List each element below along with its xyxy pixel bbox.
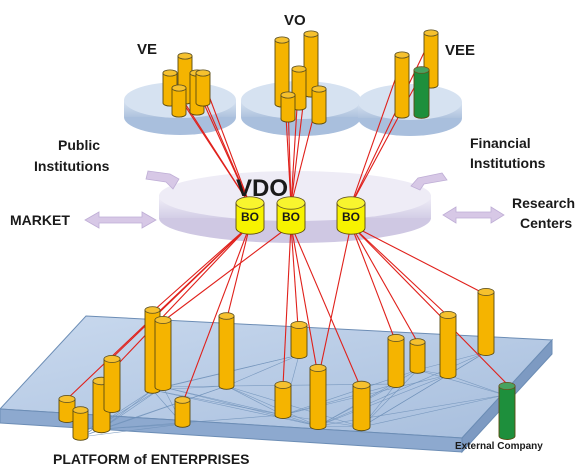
mesh-link <box>361 369 418 428</box>
platform-enterprise-cylinder <box>103 355 121 413</box>
platform-label: PLATFORM of ENTERPRISES <box>53 451 250 467</box>
bo-link <box>350 224 486 295</box>
financial-institutions-label-line2: Institutions <box>470 155 546 171</box>
mesh-link <box>162 386 284 416</box>
platform-enterprise-cylinder <box>387 334 405 388</box>
mesh-link <box>152 389 319 427</box>
research-centers-arrow <box>442 206 505 224</box>
bo-cylinder: BO <box>336 196 366 235</box>
market-arrow <box>84 211 157 229</box>
bo-link <box>350 224 396 341</box>
mesh-link <box>162 386 319 427</box>
ve-label: VE <box>137 41 157 58</box>
bo-group: BO BO BO <box>235 196 366 235</box>
platform-enterprise-cylinder <box>352 380 371 432</box>
platform-enterprise-cylinder <box>274 381 292 419</box>
bo-link <box>350 224 509 386</box>
platform-enterprise-cylinder <box>309 364 327 430</box>
platform-enterprise-cylinder <box>290 321 308 359</box>
enterprise-cylinder <box>195 69 211 107</box>
bo-cylinder: BO <box>235 196 265 235</box>
bo-link <box>226 224 251 319</box>
platform-enterprise-cylinder <box>218 312 235 390</box>
bo-link <box>202 79 251 206</box>
mesh-link <box>226 385 284 416</box>
mesh-link <box>80 389 153 438</box>
mesh-link <box>361 394 506 428</box>
mesh-link <box>226 385 319 427</box>
mesh-link <box>417 369 506 396</box>
bo-cylinder: BO <box>276 196 306 235</box>
mesh-link <box>447 374 506 396</box>
connection-arrows <box>84 170 505 229</box>
platform-enterprise-cylinder <box>72 406 89 441</box>
bo-link <box>350 224 419 344</box>
mesh-link <box>101 414 284 430</box>
vee-external-cylinder <box>413 66 430 119</box>
bo-link <box>151 224 251 313</box>
public-institutions-label-line1: Public <box>58 137 100 153</box>
market-label: MARKET <box>10 212 70 228</box>
bo-link <box>319 224 352 371</box>
mesh-link <box>282 383 397 416</box>
enterprise-cylinder <box>394 51 410 119</box>
bo-link <box>282 224 292 387</box>
mesh-link <box>80 423 183 438</box>
bo-link <box>350 224 449 317</box>
mesh-link <box>162 385 227 388</box>
bo-link <box>99 224 251 384</box>
bo-link <box>109 224 251 361</box>
platform-enterprise-cylinder <box>409 338 426 374</box>
public-institutions-arrow <box>145 170 180 190</box>
vee-label: VEE <box>445 42 475 59</box>
platform-enterprise-cylinder <box>58 395 76 423</box>
enterprise-cylinders <box>58 29 516 441</box>
enterprise-cylinder <box>291 65 307 111</box>
vee-disc <box>358 84 462 136</box>
bo-label: BO <box>241 210 259 224</box>
mesh-link <box>152 389 284 416</box>
financial-institutions-label-line1: Financial <box>470 135 531 151</box>
platform-enterprise-cylinder <box>439 311 457 379</box>
bo-link <box>290 224 318 371</box>
financial-institutions-arrow <box>410 172 448 191</box>
enterprise-cylinder <box>311 85 327 125</box>
mesh-link <box>317 394 506 427</box>
external-company-label: External Company <box>455 441 543 452</box>
mesh-link <box>101 386 164 430</box>
research-centers-label-line2: Centers <box>520 215 572 231</box>
platform-enterprise-cylinder <box>154 316 172 391</box>
enterprise-cylinder <box>171 84 187 118</box>
mesh-link <box>226 385 362 428</box>
vo-label: VO <box>284 12 306 29</box>
mesh-link <box>226 354 300 387</box>
bo-label: BO <box>282 210 300 224</box>
platform-enterprise-cylinder <box>477 288 495 356</box>
bo-label: BO <box>342 210 360 224</box>
public-institutions-label-line2: Institutions <box>34 158 110 174</box>
mesh-link <box>317 351 487 427</box>
bo-link <box>290 224 361 387</box>
bo-link <box>182 224 251 403</box>
enterprise-cylinder <box>280 91 296 123</box>
platform-enterprise-cylinder <box>174 396 191 428</box>
research-centers-label-line1: Research <box>512 195 575 211</box>
labels: VE VO VEE VDO Public Institutions Financ… <box>10 12 575 467</box>
bo-link <box>290 224 299 328</box>
bo-link <box>161 224 292 323</box>
vdo-label: VDO <box>236 175 288 202</box>
bo-link <box>350 37 432 206</box>
bo-link <box>350 59 403 206</box>
mesh-link <box>101 385 227 430</box>
external-company-cylinder <box>498 382 516 440</box>
